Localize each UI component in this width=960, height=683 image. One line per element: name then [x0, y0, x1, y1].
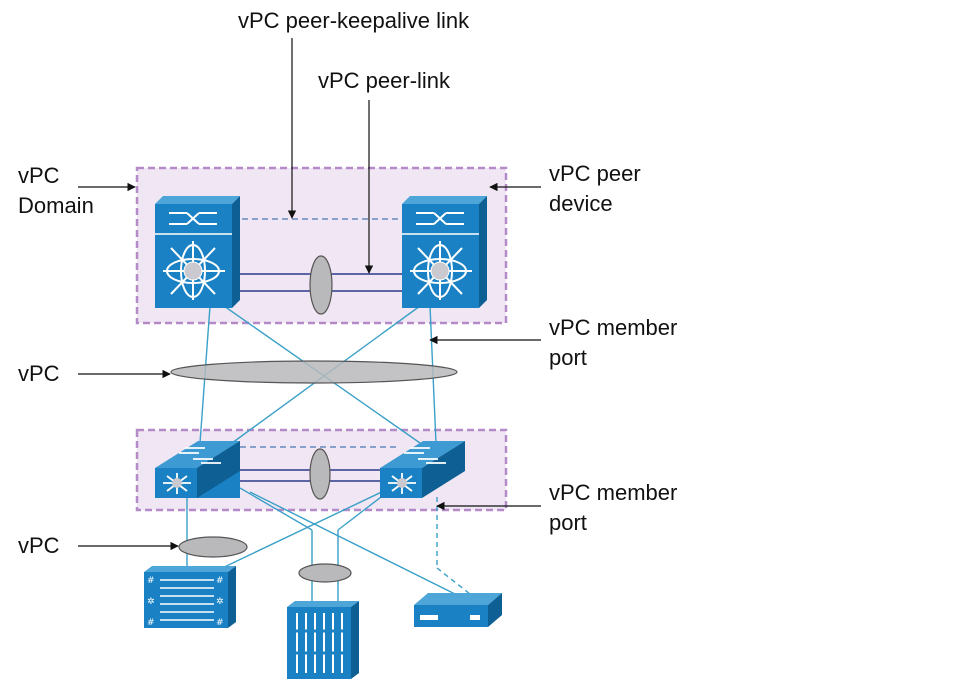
- label-vpc-domain-line1: vPC: [18, 163, 60, 188]
- svg-text:#: #: [147, 576, 155, 586]
- svg-text:✲: ✲: [216, 597, 224, 607]
- label-vpc-member-port-top-line1: vPC member: [549, 315, 678, 340]
- label-vpc-top: vPC: [18, 361, 60, 386]
- label-vpc-peer-device-line2: device: [549, 191, 613, 216]
- label-vpc-member-port-bottom-line2: port: [549, 510, 587, 535]
- nexus-core-switch-icon: [155, 196, 240, 308]
- nexus-core-switch-icon: [402, 196, 487, 308]
- label-vpc-bottom: vPC: [18, 533, 60, 558]
- svg-text:#: #: [216, 618, 224, 628]
- rack-server-icon: [287, 601, 359, 679]
- svg-text:#: #: [147, 618, 155, 628]
- label-peer-link: vPC peer-link: [318, 68, 451, 93]
- label-vpc-domain-line2: Domain: [18, 193, 94, 218]
- label-vpc-member-port-top-line2: port: [549, 345, 587, 370]
- label-vpc-member-port-bottom: vPC member port: [549, 478, 677, 538]
- svg-text:#: #: [216, 576, 224, 586]
- network-appliance-icon: [414, 593, 502, 627]
- label-vpc-domain: vPC Domain: [18, 161, 94, 221]
- appliance-dashed-link: [436, 497, 471, 595]
- label-peer-keepalive-link: vPC peer-keepalive link: [238, 8, 470, 33]
- svg-text:✲: ✲: [147, 597, 155, 607]
- peer-link-bundle-bottom: [309, 448, 331, 500]
- label-vpc-peer-device-line1: vPC peer: [549, 161, 641, 186]
- blade-server-icon: # # ✲ ✲ # #: [144, 566, 236, 628]
- vpc-bundle-rack: [298, 563, 352, 583]
- vpc-bundle-top: [170, 360, 458, 384]
- nexus-access-switch-icon: [380, 441, 465, 498]
- label-vpc-member-port-top: vPC member port: [549, 313, 677, 373]
- nexus-access-switch-icon: [155, 441, 240, 498]
- callout-arrows: [78, 38, 541, 551]
- label-vpc-member-port-bottom-line1: vPC member: [549, 480, 678, 505]
- peer-link-bundle-top: [309, 255, 333, 315]
- vpc-bundle-bottom: [178, 536, 248, 558]
- label-vpc-peer-device: vPC peer device: [549, 159, 641, 219]
